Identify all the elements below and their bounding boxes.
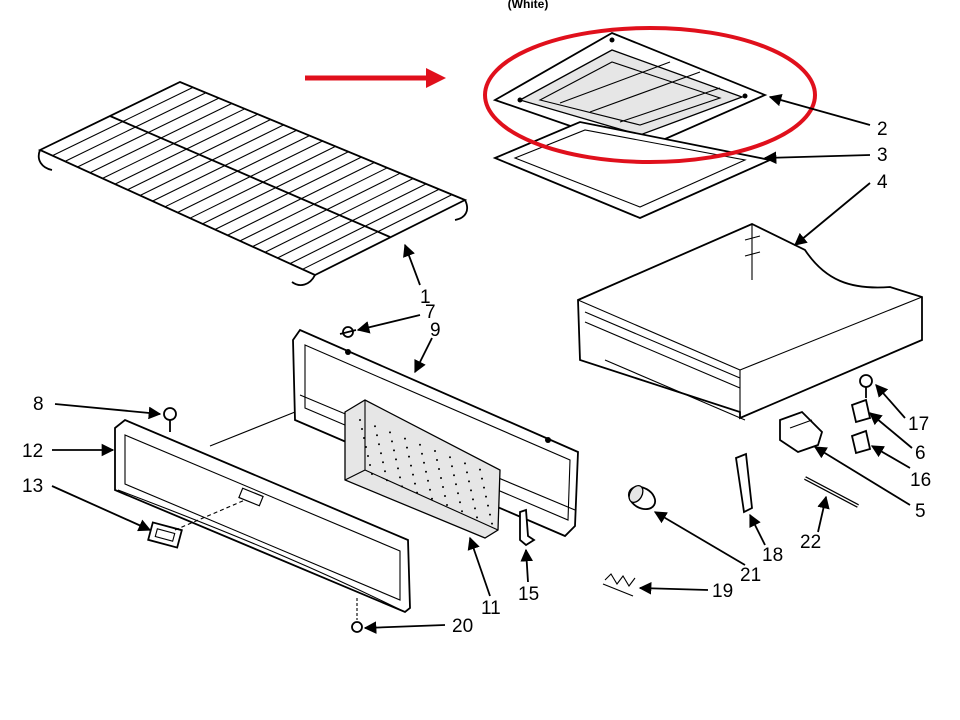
callout-22: 22 <box>800 532 821 553</box>
callout-8: 8 <box>33 394 44 415</box>
callout-7: 7 <box>425 302 436 323</box>
callout-21: 21 <box>740 565 761 586</box>
part-3-pan-frame <box>492 121 773 219</box>
part-13-handle-insert <box>147 521 183 549</box>
part-4-drawer-body <box>577 223 923 421</box>
diagram-caption: (White) <box>508 0 549 11</box>
callout-17: 17 <box>908 414 929 435</box>
part-7-screw <box>339 326 357 338</box>
leader-lines <box>51 93 913 634</box>
callout-3: 3 <box>877 145 888 166</box>
highlight-ellipse <box>483 26 817 164</box>
callout-20: 20 <box>452 616 473 637</box>
callout-labels: 1 2 3 4 5 6 7 8 9 11 12 13 15 16 17 18 1… <box>22 119 931 637</box>
callout-12: 12 <box>22 441 43 462</box>
part-15-bracket <box>519 508 536 547</box>
callout-9: 9 <box>430 320 441 341</box>
callout-11: 11 <box>481 598 501 619</box>
part-11-insulation <box>344 399 501 539</box>
callout-6: 6 <box>915 443 926 464</box>
callout-19: 19 <box>712 581 733 602</box>
callout-5: 5 <box>915 501 926 522</box>
callout-15: 15 <box>518 584 539 605</box>
callout-2: 2 <box>877 119 888 140</box>
part-20-screw <box>351 598 363 633</box>
part-21-roller <box>627 484 657 511</box>
part-8-screw <box>163 407 177 432</box>
part-5-bracket <box>779 410 824 453</box>
callout-4: 4 <box>877 172 888 193</box>
part-17-screw <box>859 374 873 398</box>
part-18-rail <box>735 452 753 514</box>
part-6-clip <box>850 398 872 424</box>
part-16-clip <box>850 429 872 455</box>
part-19-spring <box>602 573 636 597</box>
part-2-broiler-pan <box>492 32 768 151</box>
part-1-oven-rack <box>37 81 468 286</box>
callout-1: 1 <box>420 287 431 308</box>
callout-18: 18 <box>762 545 783 566</box>
part-22-rod <box>804 476 859 508</box>
callout-16: 16 <box>910 470 931 491</box>
part-12-drawer-front <box>114 418 411 614</box>
callout-13: 13 <box>22 476 43 497</box>
